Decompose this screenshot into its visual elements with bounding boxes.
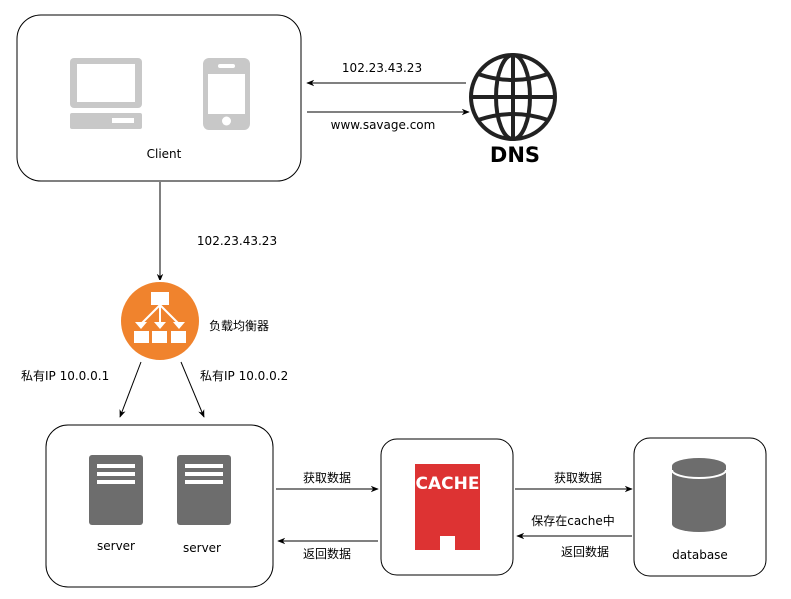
lb-to-server2-edge: 私有IP 10.0.0.2: [180, 361, 288, 418]
database-node[interactable]: database: [633, 437, 767, 577]
load-balancer-label: 负载均衡器: [209, 319, 269, 333]
servers-node[interactable]: server server: [45, 424, 274, 588]
db-to-cache-label: 返回数据: [561, 544, 609, 559]
load-balancer-icon: [119, 280, 201, 362]
cache-to-servers-edge: 返回数据: [277, 537, 378, 561]
client-to-lb-label: 102.23.43.23: [197, 234, 277, 248]
servers-to-cache-edge: 获取数据: [276, 470, 379, 493]
cache-to-servers-label: 返回数据: [303, 546, 351, 561]
lb-to-server1-label: 私有IP 10.0.0.1: [21, 369, 109, 383]
dns-reply-edge: 102.23.43.23: [306, 61, 466, 87]
desktop-computer-icon: [70, 58, 142, 129]
server-label-1: server: [97, 539, 135, 553]
db-to-cache-edge: 返回数据: [516, 532, 632, 559]
lb-to-server2-label: 私有IP 10.0.0.2: [200, 369, 288, 383]
database-cylinder-icon: [671, 458, 727, 532]
mobile-phone-icon: [203, 58, 250, 130]
lb-to-server1-edge: 私有IP 10.0.0.1: [21, 361, 142, 418]
cache-to-db-label: 获取数据: [554, 470, 602, 485]
client-node[interactable]: Client: [16, 14, 302, 182]
server-icon: [89, 455, 143, 525]
dns-reply-label: 102.23.43.23: [342, 61, 422, 75]
dns-query-label: www.savage.com: [331, 118, 436, 132]
dns-query-edge: www.savage.com: [307, 108, 470, 132]
cache-to-db-edge: 获取数据: [515, 470, 633, 493]
globe-icon: [469, 53, 557, 141]
load-balancer-node[interactable]: 负载均衡器: [119, 280, 269, 362]
cache-label: CACHE: [416, 474, 480, 494]
client-to-lb-edge: 102.23.43.23: [156, 182, 277, 282]
cache-node[interactable]: CACHE: [380, 438, 514, 576]
dns-label: DNS: [490, 143, 540, 167]
cache-save-label: 保存在cache中: [531, 513, 615, 528]
servers-to-cache-label: 获取数据: [303, 470, 351, 485]
dns-node[interactable]: DNS: [469, 53, 557, 167]
server-label-2: server: [183, 541, 221, 555]
server-icon: [177, 455, 231, 525]
database-label: database: [672, 548, 728, 562]
cache-icon: CACHE: [415, 464, 480, 550]
client-label: Client: [147, 147, 182, 161]
